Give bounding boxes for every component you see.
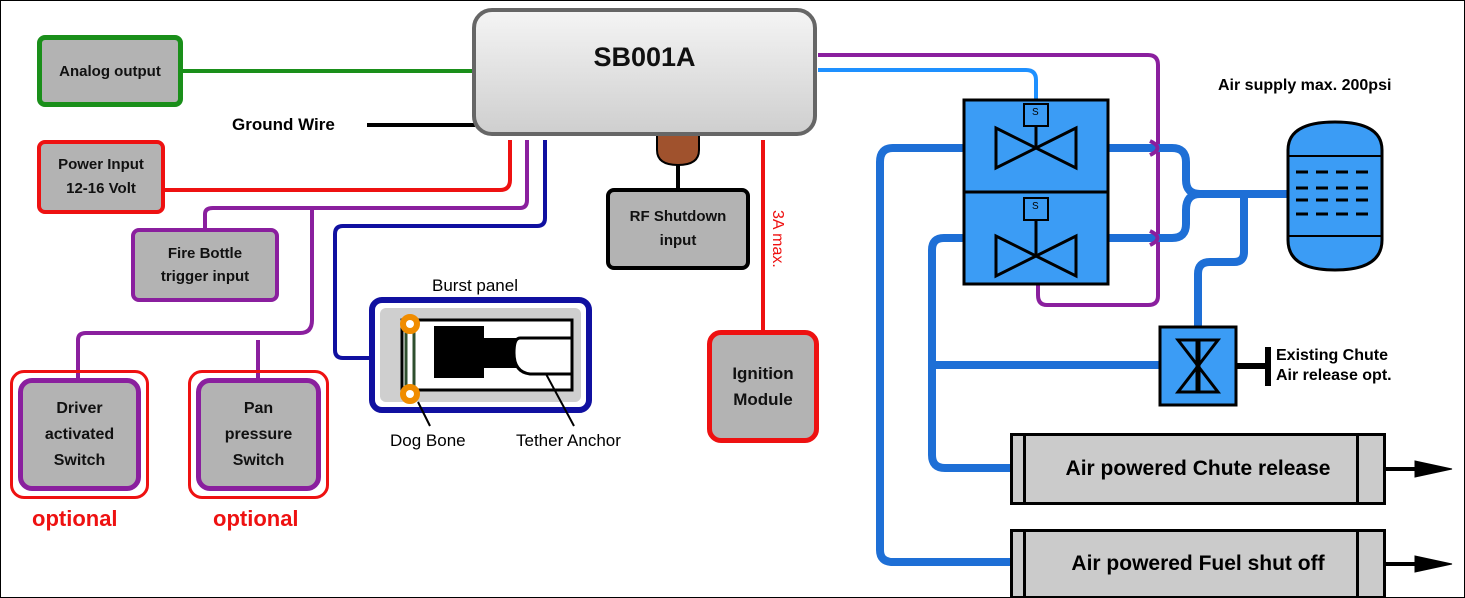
optional-label-driver: optional [32,506,118,531]
tether-anchor-label: Tether Anchor [516,431,621,450]
air-supply-label: Air supply max. 200psi [1218,77,1392,94]
solenoid-tag-bottom: S [1032,201,1039,212]
dog-bone-pin-top-hole [406,320,414,328]
air-line-chute-valve [1194,190,1248,334]
driver-switch-outline [10,370,149,499]
tether-anchor-shape [512,336,574,376]
ground-wire-label: Ground Wire [232,115,335,134]
optional-label-pan: optional [213,506,299,531]
valve-purple-wire [818,53,1160,307]
fire-bottle-box: Fire Bottle trigger input [131,228,279,302]
solenoid-top [1023,103,1049,127]
air-tank [1286,120,1384,272]
air-line-fuel [876,144,1014,566]
solenoid-tag-top: S [1032,107,1039,118]
crossover-bottom [1149,229,1160,247]
fuel-arrow-icon [1386,555,1453,573]
ignition-module-box: Ignition Module [707,330,819,443]
valve-symbol-top [994,125,1078,171]
tether-anchor-leader [545,373,575,427]
existing-chute-label: Existing Chute Air release opt. [1276,347,1392,384]
valve-signal-wire [818,68,1038,100]
chute-release-actuator: Air powered Chute release [1010,433,1386,505]
rf-connector [656,134,700,167]
controller-sb001a: SB001A [472,8,817,136]
dog-bone-pin-bottom-hole [406,390,414,398]
crossover-top [1149,139,1160,157]
rf-shutdown-box: RF Shutdown input [606,188,750,270]
chute-valve-symbol [1174,338,1222,394]
solenoid-bottom [1023,197,1049,221]
dog-bone-label: Dog Bone [390,431,466,450]
air-line-bottom [1104,190,1204,242]
air-line-top [1104,144,1292,198]
dog-bone-body [434,326,484,378]
current-limit-label: 3A max. [769,210,786,268]
fuel-shutoff-actuator: Air powered Fuel shut off [1010,529,1386,598]
driver-switch-box: Driver activated Switch [18,378,141,491]
fuel-shutoff-label: Air powered Fuel shut off [1071,552,1325,575]
dog-bone-leader [417,401,431,427]
power-wire [165,140,512,192]
valve-symbol-bottom [994,220,1078,279]
air-line-chute [928,234,1014,472]
chute-arrow-icon [1386,460,1453,478]
power-input-box: Power Input 12-16 Volt [37,140,165,214]
fire-bottle-wire [203,140,529,230]
switch-bus-wire [76,208,314,382]
burst-panel-title: Burst panel [432,276,518,295]
pan-switch-box: Pan pressure Switch [196,378,321,491]
analog-output-box: Analog output [37,35,183,107]
chute-release-label: Air powered Chute release [1065,457,1331,480]
pan-switch-outline [188,370,329,499]
